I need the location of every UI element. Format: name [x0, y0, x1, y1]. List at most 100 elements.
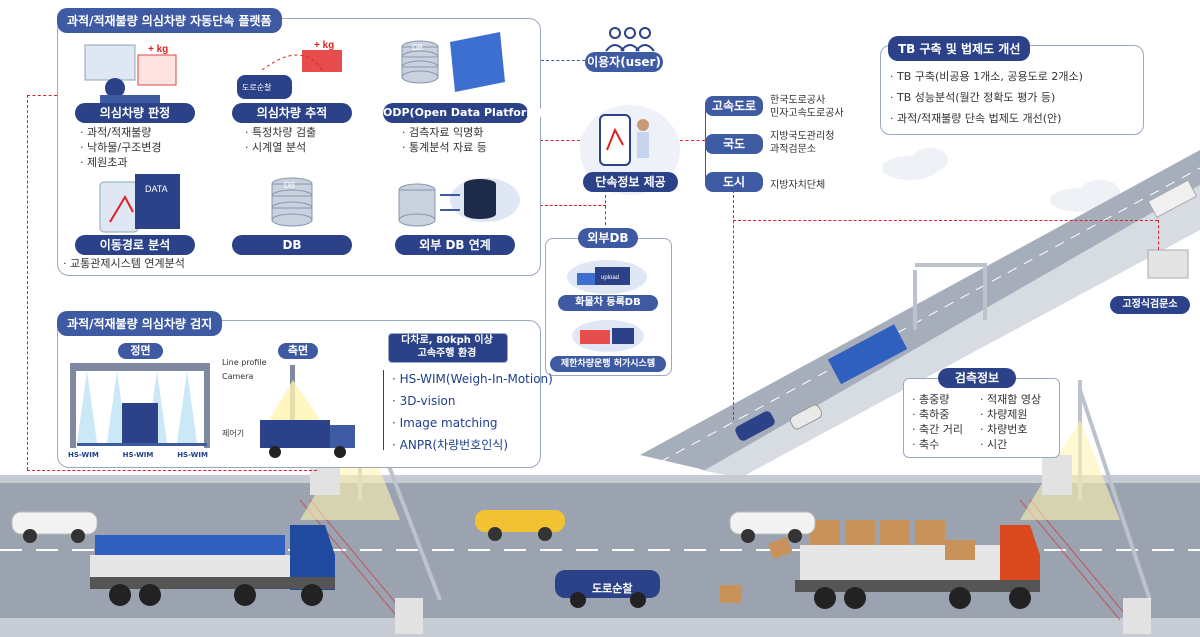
cloud-icon	[1050, 180, 1120, 212]
road-type-highway[interactable]: 고속도로	[705, 96, 763, 116]
hs-wim-label: HS-WIM	[177, 451, 208, 459]
front-label: 정면	[118, 343, 163, 359]
truck-left	[90, 525, 335, 606]
external-db-title: 외부DB	[578, 228, 638, 248]
svg-text:upload: upload	[601, 275, 619, 281]
agency-list: 지방자치단체	[770, 176, 825, 191]
tracking-icon: + kg 도로순찰	[237, 40, 342, 99]
module-label[interactable]: DB	[232, 235, 352, 255]
list-item: 시간	[980, 437, 1041, 452]
monitor-icon: + kg	[84, 44, 177, 103]
users-icon	[605, 27, 655, 52]
list-item: 축간 거리	[912, 422, 963, 437]
truck-right	[795, 520, 1040, 609]
list-item: 과적/적재불량 단속 법제도 개선(안)	[890, 108, 1083, 129]
inspection-title: 검측정보	[938, 368, 1016, 388]
agency-item: 지방자치단체	[770, 180, 826, 191]
module-label[interactable]: ODP(Open Data Platform)	[383, 103, 543, 123]
detection-title: 과적/적재불량 의심차량 검지	[57, 311, 223, 336]
inspection-col2: 적재함 영상 차량제원 차량번호 시간	[980, 392, 1041, 452]
phone-icon	[599, 114, 649, 166]
agency-item: 한국도로공사	[770, 95, 826, 106]
list-item: 차량번호	[980, 422, 1041, 437]
list-item: 축수	[912, 437, 963, 452]
list-item: 검측자료 익명화	[402, 125, 487, 140]
connector-line	[1158, 220, 1159, 250]
patrol-car	[555, 570, 660, 608]
hs-wim-labels: HS-WIM HS-WIM HS-WIM	[68, 451, 208, 459]
connector-line	[500, 60, 585, 61]
module-list: 특정차량 검출 시계열 분석	[245, 125, 316, 155]
checkpoint-label[interactable]: 고정식검문소	[1110, 296, 1190, 314]
svg-text:DB: DB	[284, 181, 295, 190]
connector-line	[733, 190, 734, 420]
cloud-icon	[882, 148, 948, 180]
camera-label: Camera	[222, 372, 254, 381]
car-white-left	[11, 511, 98, 543]
list-item: 시계열 분석	[245, 140, 316, 155]
module-list: 검측자료 익명화 통계분석 자료 등	[402, 125, 487, 155]
agency-list: 지방국도관리청 과적검문소	[770, 130, 834, 156]
inspection-col1: 총중량 축하중 축간 거리 축수	[912, 392, 963, 452]
patrol-label: 도로순찰	[592, 582, 633, 595]
list-item: 제원초과	[80, 155, 162, 170]
tech-item: 3D-vision	[392, 390, 553, 412]
controller-label: 제어기	[222, 429, 245, 438]
route-map-icon: DATA	[99, 174, 180, 233]
list-item: 통계분석 자료 등	[402, 140, 487, 155]
module-list: 교통관제시스템 연계분석	[63, 256, 185, 271]
connector-line	[540, 205, 606, 206]
hs-wim-label: HS-WIM	[122, 451, 154, 459]
list-item: 특정차량 검출	[245, 125, 316, 140]
front-gantry-diagram	[70, 363, 210, 448]
platform-title: 과적/적재불량 의심차량 자동단속 플랫폼	[57, 8, 282, 33]
truck-upload-icon: upload	[567, 260, 647, 294]
fallen-box	[720, 585, 742, 603]
highway-car	[789, 404, 823, 430]
list-item: 차량제원	[980, 407, 1041, 422]
enforcement-label[interactable]: 단속정보 제공	[583, 172, 678, 192]
connector-line	[27, 95, 28, 470]
checkpoint-booth	[1147, 249, 1189, 279]
db-stack-icon: DB	[271, 177, 313, 227]
external-db-item[interactable]: 제한차량운행 허가시스템	[550, 356, 666, 372]
module-label[interactable]: 외부 DB 연계	[395, 235, 515, 255]
roadside-cabinet	[395, 598, 423, 634]
car-white-right	[729, 511, 816, 543]
agency-item: 지방국도관리청	[770, 131, 835, 142]
connector-line	[733, 220, 1158, 221]
road-type-national[interactable]: 국도	[705, 134, 763, 154]
list-item: 과적/적재불량	[80, 125, 162, 140]
road-type-city[interactable]: 도시	[705, 172, 763, 192]
connector-line	[605, 195, 606, 225]
side-view-diagram	[260, 365, 355, 458]
tb-title: TB 구축 및 법제도 개선	[888, 36, 1031, 61]
tb-list: TB 구축(비공용 1개소, 공용도로 2개소) TB 성능분석(월간 정확도 …	[890, 66, 1083, 129]
env-text: 다차로, 80kph 이상 고속주행 환경	[401, 335, 493, 359]
car-yellow	[475, 510, 565, 541]
tech-item: ANPR(차량번호인식)	[392, 434, 553, 456]
svg-text:DB: DB	[412, 43, 423, 52]
module-list: 과적/적재불량 낙하물/구조변경 제원초과	[80, 125, 162, 170]
side-label: 측면	[278, 343, 318, 359]
connector-line	[27, 95, 57, 96]
line-profile-label: Line profile	[222, 358, 267, 367]
module-label[interactable]: 의심차량 추적	[232, 103, 352, 123]
module-label[interactable]: 의심차량 판정	[75, 103, 195, 123]
external-db-item[interactable]: 화물차 등록DB	[558, 295, 658, 311]
svg-text:DATA: DATA	[145, 184, 168, 194]
list-item: TB 성능분석(월간 정확도 평가 등)	[890, 87, 1083, 108]
svg-text:도로순찰: 도로순찰	[242, 82, 272, 92]
user-label[interactable]: 이용자(user)	[585, 52, 663, 72]
tech-bracket	[383, 370, 385, 450]
connector-line	[540, 140, 580, 141]
truck-permit-icon	[572, 320, 644, 352]
roadside-cabinet	[1042, 455, 1072, 495]
fallen-box	[767, 537, 793, 559]
list-item: TB 구축(비공용 1개소, 공용도로 2개소)	[890, 66, 1083, 87]
module-label[interactable]: 이동경로 분석	[75, 235, 195, 255]
connector-line	[680, 140, 705, 141]
list-item: 낙하물/구조변경	[80, 140, 162, 155]
external-db-link-icon	[398, 178, 520, 227]
